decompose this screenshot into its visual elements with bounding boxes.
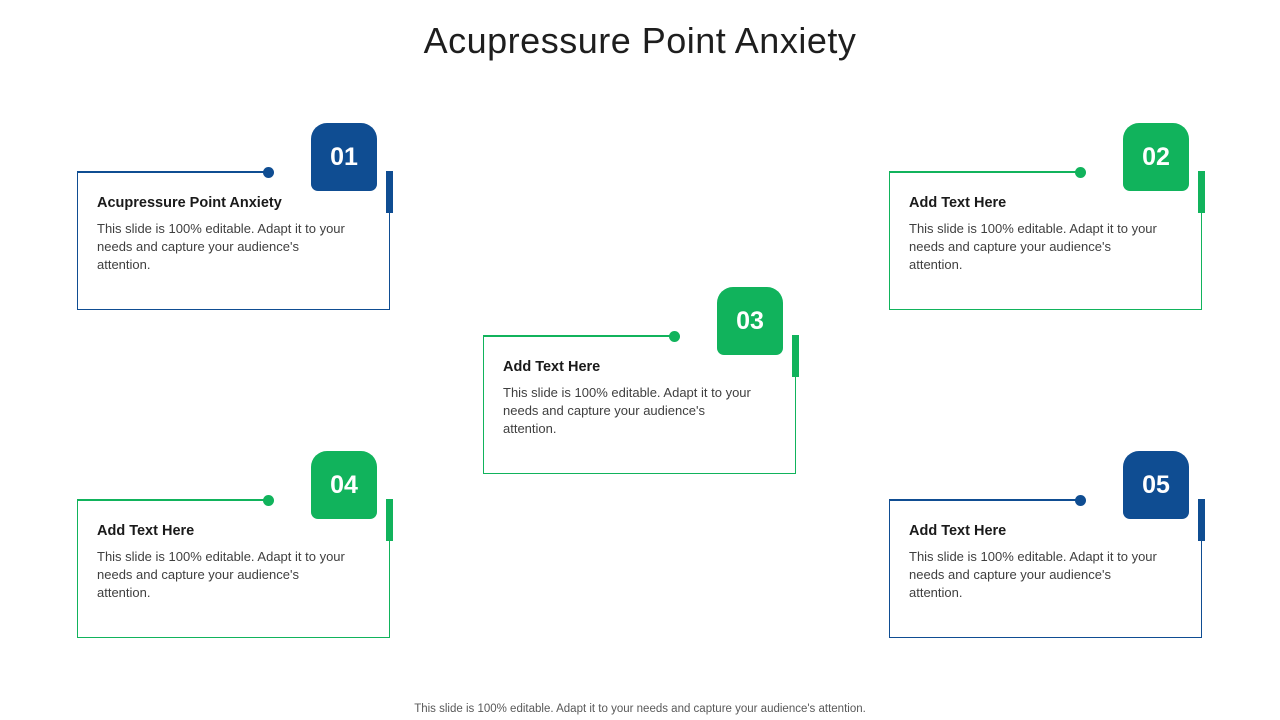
accent-bar bbox=[386, 171, 393, 213]
step-number-badge: 05 bbox=[1123, 451, 1189, 519]
step-number-badge: 02 bbox=[1123, 123, 1189, 191]
accent-bar bbox=[792, 335, 799, 377]
card-title: Add Text Here bbox=[97, 523, 195, 539]
footer-note: This slide is 100% editable. Adapt it to… bbox=[414, 703, 866, 715]
card-content: Acupressure Point Anxiety This slide is … bbox=[97, 195, 353, 274]
connector-dot bbox=[263, 495, 274, 506]
card-title: Add Text Here bbox=[909, 523, 1007, 539]
card-body-text: This slide is 100% editable. Adapt it to… bbox=[97, 549, 345, 600]
connector-line bbox=[76, 499, 270, 501]
connector-line bbox=[482, 335, 676, 337]
step-card-04: 04 Add Text Here This slide is 100% edit… bbox=[76, 451, 393, 638]
connector-dot bbox=[263, 167, 274, 178]
card-content: Add Text Here This slide is 100% editabl… bbox=[97, 523, 353, 602]
step-card-05: 05 Add Text Here This slide is 100% edit… bbox=[888, 451, 1205, 638]
accent-bar bbox=[1198, 171, 1205, 213]
step-number: 04 bbox=[330, 470, 358, 499]
card-content: Add Text Here This slide is 100% editabl… bbox=[503, 359, 759, 438]
accent-bar bbox=[386, 499, 393, 541]
connector-line bbox=[76, 171, 270, 173]
card-body-text: This slide is 100% editable. Adapt it to… bbox=[503, 385, 751, 436]
card-title: Add Text Here bbox=[909, 195, 1007, 211]
card-body-text: This slide is 100% editable. Adapt it to… bbox=[909, 221, 1157, 272]
step-card-03: 03 Add Text Here This slide is 100% edit… bbox=[482, 287, 799, 474]
connector-dot bbox=[1075, 167, 1086, 178]
card-title: Add Text Here bbox=[503, 359, 601, 375]
card-title: Acupressure Point Anxiety bbox=[97, 195, 282, 211]
accent-bar bbox=[1198, 499, 1205, 541]
step-number: 02 bbox=[1142, 142, 1170, 171]
step-number: 03 bbox=[736, 306, 764, 335]
step-number-badge: 01 bbox=[311, 123, 377, 191]
card-content: Add Text Here This slide is 100% editabl… bbox=[909, 523, 1165, 602]
card-body-text: This slide is 100% editable. Adapt it to… bbox=[97, 221, 345, 272]
card-body-text: This slide is 100% editable. Adapt it to… bbox=[909, 549, 1157, 600]
step-number-badge: 03 bbox=[717, 287, 783, 355]
card-content: Add Text Here This slide is 100% editabl… bbox=[909, 195, 1165, 274]
step-number: 05 bbox=[1142, 470, 1170, 499]
connector-line bbox=[888, 171, 1082, 173]
step-number: 01 bbox=[330, 142, 358, 171]
slide-title: Acupressure Point Anxiety bbox=[423, 20, 857, 61]
connector-dot bbox=[669, 331, 680, 342]
step-card-01: 01 Acupressure Point Anxiety This slide … bbox=[76, 123, 393, 310]
connector-line bbox=[888, 499, 1082, 501]
step-number-badge: 04 bbox=[311, 451, 377, 519]
step-card-02: 02 Add Text Here This slide is 100% edit… bbox=[888, 123, 1205, 310]
connector-dot bbox=[1075, 495, 1086, 506]
